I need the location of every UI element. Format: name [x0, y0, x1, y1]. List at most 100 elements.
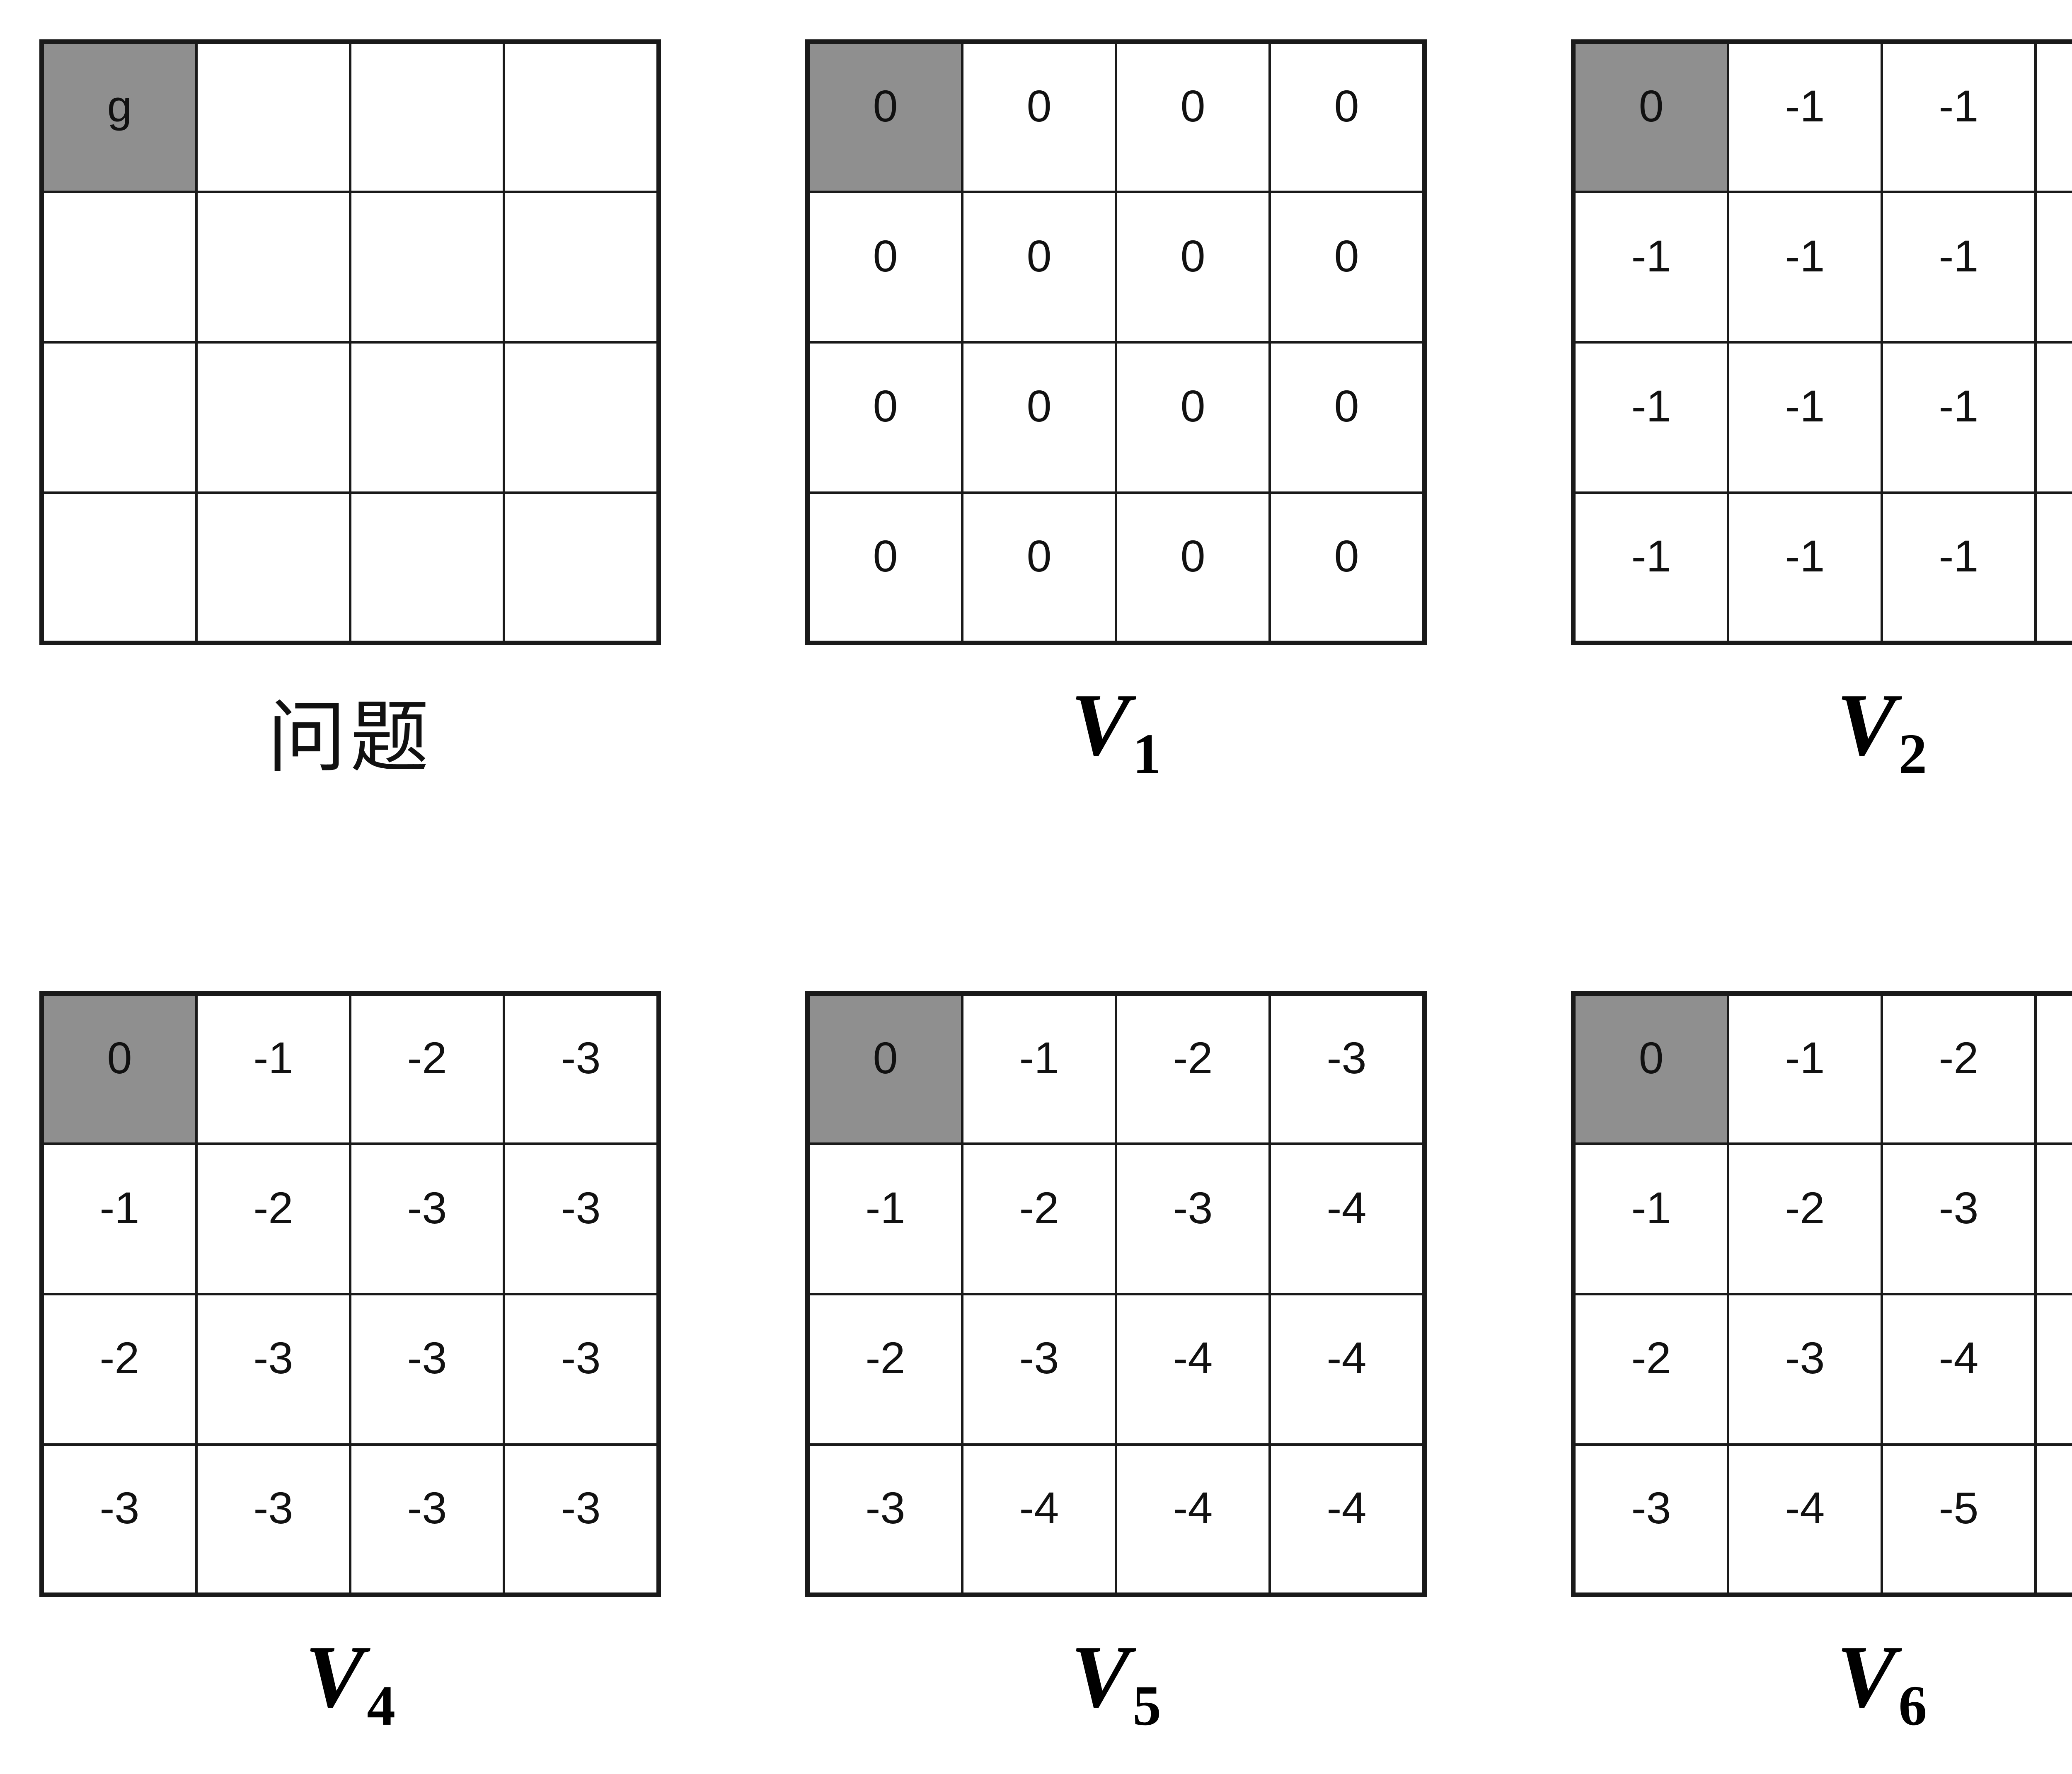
grid-cell[interactable]: 0: [806, 491, 963, 644]
grid-cell[interactable]: -5: [2034, 1443, 2072, 1596]
grid-cell[interactable]: -1: [1726, 341, 1883, 494]
grid-cell[interactable]: [503, 341, 660, 494]
grid-cell[interactable]: -1: [40, 1142, 198, 1295]
grid-cell[interactable]: -1: [1572, 341, 1729, 494]
grid-cell[interactable]: -3: [961, 1293, 1117, 1446]
grid-cell[interactable]: [195, 491, 351, 644]
grid-cell[interactable]: -1: [195, 992, 351, 1145]
grid-cell[interactable]: -3: [1268, 992, 1426, 1145]
grid-cell[interactable]: 0: [1114, 341, 1271, 494]
grid-cell[interactable]: 0: [1114, 40, 1271, 194]
grid-cell[interactable]: -4: [1268, 1443, 1426, 1596]
grid-cell[interactable]: -3: [2034, 992, 2072, 1145]
grid-cell[interactable]: 0: [961, 341, 1117, 494]
goal-cell[interactable]: g: [40, 40, 198, 194]
grid-cell[interactable]: 0: [806, 341, 963, 494]
grid-cell[interactable]: -1: [1726, 40, 1883, 194]
grid-cell[interactable]: [503, 191, 660, 344]
grid-cell[interactable]: -1: [961, 992, 1117, 1145]
grid-cell[interactable]: -1: [1726, 992, 1883, 1145]
grid-cell[interactable]: [195, 341, 351, 494]
grid-cell[interactable]: -4: [1114, 1443, 1271, 1596]
grid-cell[interactable]: [40, 191, 198, 344]
goal-cell[interactable]: 0: [1572, 40, 1729, 194]
grid-cell[interactable]: [40, 341, 198, 494]
grid-cell[interactable]: [503, 40, 660, 194]
grid-cell[interactable]: [40, 491, 198, 644]
grid-cell[interactable]: -1: [1880, 191, 2037, 344]
grid-cell[interactable]: -3: [1114, 1142, 1271, 1295]
grid-cell[interactable]: -1: [2034, 341, 2072, 494]
grid-cell[interactable]: -2: [1114, 992, 1271, 1145]
grid-cell[interactable]: -2: [349, 992, 506, 1145]
grid-cell[interactable]: -1: [806, 1142, 963, 1295]
grid-cell[interactable]: -2: [1726, 1142, 1883, 1295]
grid-cell[interactable]: 0: [961, 191, 1117, 344]
grid-cell[interactable]: 0: [1268, 40, 1426, 194]
grid-cell[interactable]: -3: [503, 992, 660, 1145]
grid-cell[interactable]: -1: [2034, 40, 2072, 194]
grid-cell[interactable]: 0: [806, 191, 963, 344]
grid-cell[interactable]: -3: [349, 1443, 506, 1596]
grid-cell[interactable]: [349, 191, 506, 344]
caption-text: V2: [1837, 675, 1927, 785]
grid-cell[interactable]: -5: [1880, 1443, 2037, 1596]
grid-row: [40, 341, 660, 494]
grid-cell[interactable]: -4: [2034, 1142, 2072, 1295]
grid-cell[interactable]: 0: [1268, 341, 1426, 494]
grid-cell[interactable]: -2: [961, 1142, 1117, 1295]
grid-cell[interactable]: -3: [806, 1443, 963, 1596]
goal-cell[interactable]: 0: [1572, 992, 1729, 1145]
grid-cell[interactable]: -3: [195, 1293, 351, 1446]
caption-text: 问题: [267, 695, 433, 782]
grid-cell[interactable]: -1: [1726, 191, 1883, 344]
grid-cell[interactable]: -3: [503, 1142, 660, 1295]
grid-cell[interactable]: -4: [961, 1443, 1117, 1596]
grid-cell[interactable]: -3: [349, 1293, 506, 1446]
grid-cell[interactable]: -1: [1880, 341, 2037, 494]
grid-cell[interactable]: -4: [1726, 1443, 1883, 1596]
grid-cell[interactable]: -2: [195, 1142, 351, 1295]
grid-cell[interactable]: 0: [961, 491, 1117, 644]
grid-cell[interactable]: -2: [40, 1293, 198, 1446]
grid-cell[interactable]: -2: [806, 1293, 963, 1446]
grid-cell[interactable]: [195, 191, 351, 344]
grid-cell[interactable]: -1: [1572, 491, 1729, 644]
grid-cell[interactable]: -3: [349, 1142, 506, 1295]
goal-cell[interactable]: 0: [806, 40, 963, 194]
goal-cell[interactable]: 0: [806, 992, 963, 1145]
grid-cell[interactable]: -3: [503, 1293, 660, 1446]
grid-cell[interactable]: 0: [1268, 491, 1426, 644]
grid-cell[interactable]: -1: [1880, 491, 2037, 644]
grid-cell[interactable]: -1: [1572, 191, 1729, 344]
grid-cell[interactable]: -3: [1572, 1443, 1729, 1596]
grid-cell[interactable]: -4: [1268, 1142, 1426, 1295]
grid-cell[interactable]: 0: [1268, 191, 1426, 344]
grid-cell[interactable]: [503, 491, 660, 644]
grid-cell[interactable]: -4: [1268, 1293, 1426, 1446]
goal-cell[interactable]: 0: [40, 992, 198, 1145]
grid-cell[interactable]: [195, 40, 351, 194]
grid-cell[interactable]: -1: [2034, 191, 2072, 344]
grid-cell[interactable]: 0: [961, 40, 1117, 194]
grid-cell[interactable]: -1: [1880, 40, 2037, 194]
grid-cell[interactable]: -2: [1572, 1293, 1729, 1446]
grid-cell[interactable]: -3: [1880, 1142, 2037, 1295]
grid-cell[interactable]: -4: [1880, 1293, 2037, 1446]
grid-cell[interactable]: -4: [1114, 1293, 1271, 1446]
grid-cell[interactable]: 0: [1114, 491, 1271, 644]
grid-cell[interactable]: -3: [503, 1443, 660, 1596]
grid-cell[interactable]: -1: [1726, 491, 1883, 644]
grid-cell[interactable]: -1: [1572, 1142, 1729, 1295]
grid-cell[interactable]: [349, 491, 506, 644]
grid-cell[interactable]: -5: [2034, 1293, 2072, 1446]
grid-cell[interactable]: -3: [195, 1443, 351, 1596]
grid-cell[interactable]: [349, 341, 506, 494]
grid-cell[interactable]: -3: [40, 1443, 198, 1596]
grid-cell[interactable]: -3: [1726, 1293, 1883, 1446]
grid-cell[interactable]: 0: [1114, 191, 1271, 344]
grid-cell[interactable]: [349, 40, 506, 194]
grid-cell[interactable]: -1: [2034, 491, 2072, 644]
grid-cell[interactable]: -2: [1880, 992, 2037, 1145]
